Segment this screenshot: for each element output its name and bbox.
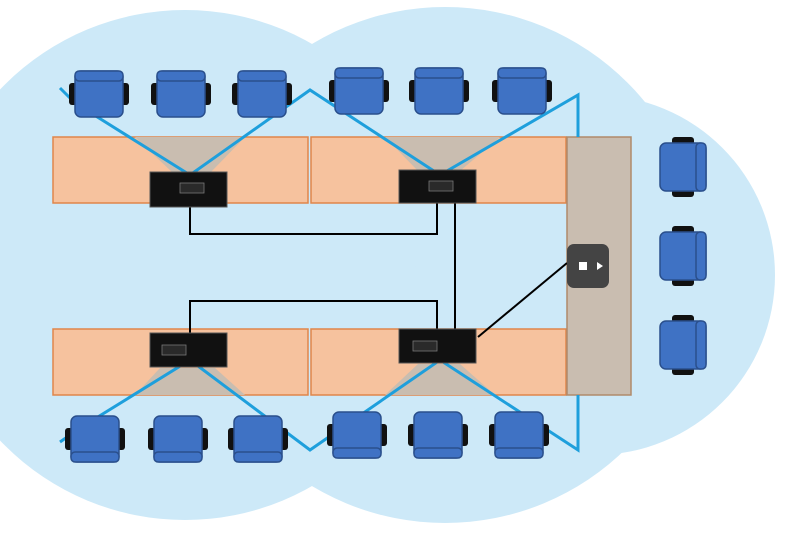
chair-top-2 bbox=[151, 70, 211, 118]
chair-back bbox=[332, 447, 382, 459]
chair-bottom-6 bbox=[489, 411, 549, 459]
chair-back bbox=[70, 451, 120, 463]
chair-back bbox=[156, 70, 206, 82]
chair-bottom-3 bbox=[228, 415, 288, 463]
mic-upper-right bbox=[398, 169, 477, 204]
chair-back bbox=[695, 320, 707, 370]
chair-bottom-2 bbox=[148, 415, 208, 463]
chair-back bbox=[74, 70, 124, 82]
chair-back bbox=[237, 70, 287, 82]
chair-back bbox=[153, 451, 203, 463]
hub-device[interactable] bbox=[567, 244, 609, 288]
chair-back bbox=[334, 67, 384, 79]
mic-lower-left bbox=[149, 332, 228, 368]
chair-right-1 bbox=[659, 137, 707, 197]
chair-top-1 bbox=[69, 70, 129, 118]
hub-body bbox=[567, 244, 609, 288]
chair-top-4 bbox=[329, 67, 389, 115]
cables bbox=[189, 203, 568, 338]
chair-back bbox=[413, 447, 463, 459]
chair-bottom-5 bbox=[408, 411, 468, 459]
chair-back bbox=[414, 67, 464, 79]
microphones bbox=[149, 169, 477, 368]
beam-shadow-lower-left bbox=[135, 368, 245, 395]
beam-shadow-upper-left bbox=[135, 137, 245, 173]
play-icon bbox=[597, 262, 603, 270]
cable-lower-right-to-hub bbox=[477, 262, 568, 338]
chair-back bbox=[695, 142, 707, 192]
chair-bottom-4 bbox=[327, 411, 387, 459]
beam-shadows bbox=[135, 137, 500, 395]
stop-icon bbox=[579, 262, 587, 270]
chair-top-6 bbox=[492, 67, 552, 115]
chair-right-2 bbox=[659, 226, 707, 286]
cable-upper-left-to-upper-right bbox=[189, 203, 438, 235]
chair-bottom-1 bbox=[65, 415, 125, 463]
chairs bbox=[65, 67, 707, 463]
mic-upper-left bbox=[149, 171, 228, 208]
mic-lower-right bbox=[398, 328, 477, 364]
cable-lower-left-to-lower-right bbox=[189, 300, 438, 333]
beam-shadow-lower-right bbox=[385, 364, 495, 395]
chair-back bbox=[695, 231, 707, 281]
chair-back bbox=[233, 451, 283, 463]
chair-top-5 bbox=[409, 67, 469, 115]
chair-right-3 bbox=[659, 315, 707, 375]
chair-back bbox=[497, 67, 547, 79]
chair-top-3 bbox=[232, 70, 292, 118]
chair-back bbox=[494, 447, 544, 459]
beam-shadow-upper-right bbox=[385, 137, 500, 171]
